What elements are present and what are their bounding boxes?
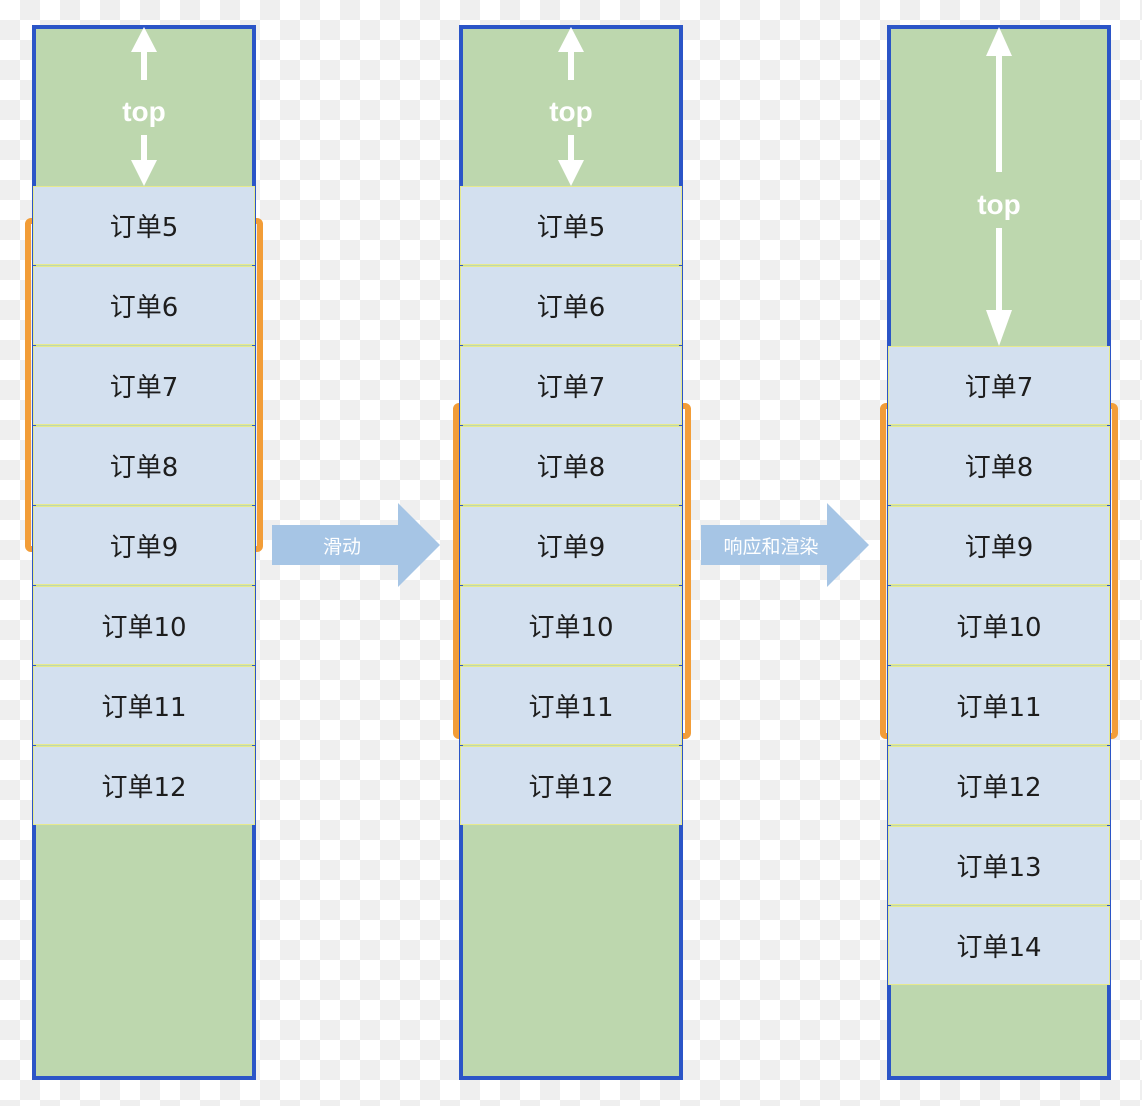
list-item: 订单9: [888, 506, 1110, 585]
list-item: 订单9: [460, 506, 682, 585]
list-item: 订单14: [888, 906, 1110, 985]
list-item: 订单7: [460, 346, 682, 425]
list-item: 订单11: [888, 666, 1110, 745]
list-item: 订单10: [33, 586, 255, 665]
list-item: 订单11: [33, 666, 255, 745]
list-item: 订单5: [460, 186, 682, 265]
list-item: 订单10: [460, 586, 682, 665]
top-offset-label: top: [977, 189, 1021, 220]
top-offset-label: top: [549, 96, 593, 127]
list-item: 订单7: [33, 346, 255, 425]
list-item: 订单8: [33, 426, 255, 505]
list-item: 订单12: [33, 746, 255, 825]
list-item: 订单8: [460, 426, 682, 505]
list-item: 订单6: [33, 266, 255, 345]
list-item: 订单12: [460, 746, 682, 825]
list-item: 订单12: [888, 746, 1110, 825]
list-item: 订单11: [460, 666, 682, 745]
flow-step-label: 滑动: [322, 535, 361, 558]
list-item: 订单6: [460, 266, 682, 345]
list-item: 订单9: [33, 506, 255, 585]
top-offset-label: top: [122, 96, 166, 127]
list-item: 订单10: [888, 586, 1110, 665]
right-arrow-icon: 滑动: [272, 503, 440, 587]
list-item: 订单8: [888, 426, 1110, 505]
list-item: 订单5: [33, 186, 255, 265]
double-headed-vertical-arrow-icon: [131, 27, 157, 186]
right-arrow-icon: 响应和渲染: [701, 503, 869, 587]
double-headed-vertical-arrow-icon: [558, 27, 584, 186]
list-item: 订单13: [888, 826, 1110, 905]
double-headed-vertical-arrow-icon: [986, 27, 1012, 346]
flow-step-label: 响应和渲染: [723, 535, 819, 558]
list-item: 订单7: [888, 346, 1110, 425]
